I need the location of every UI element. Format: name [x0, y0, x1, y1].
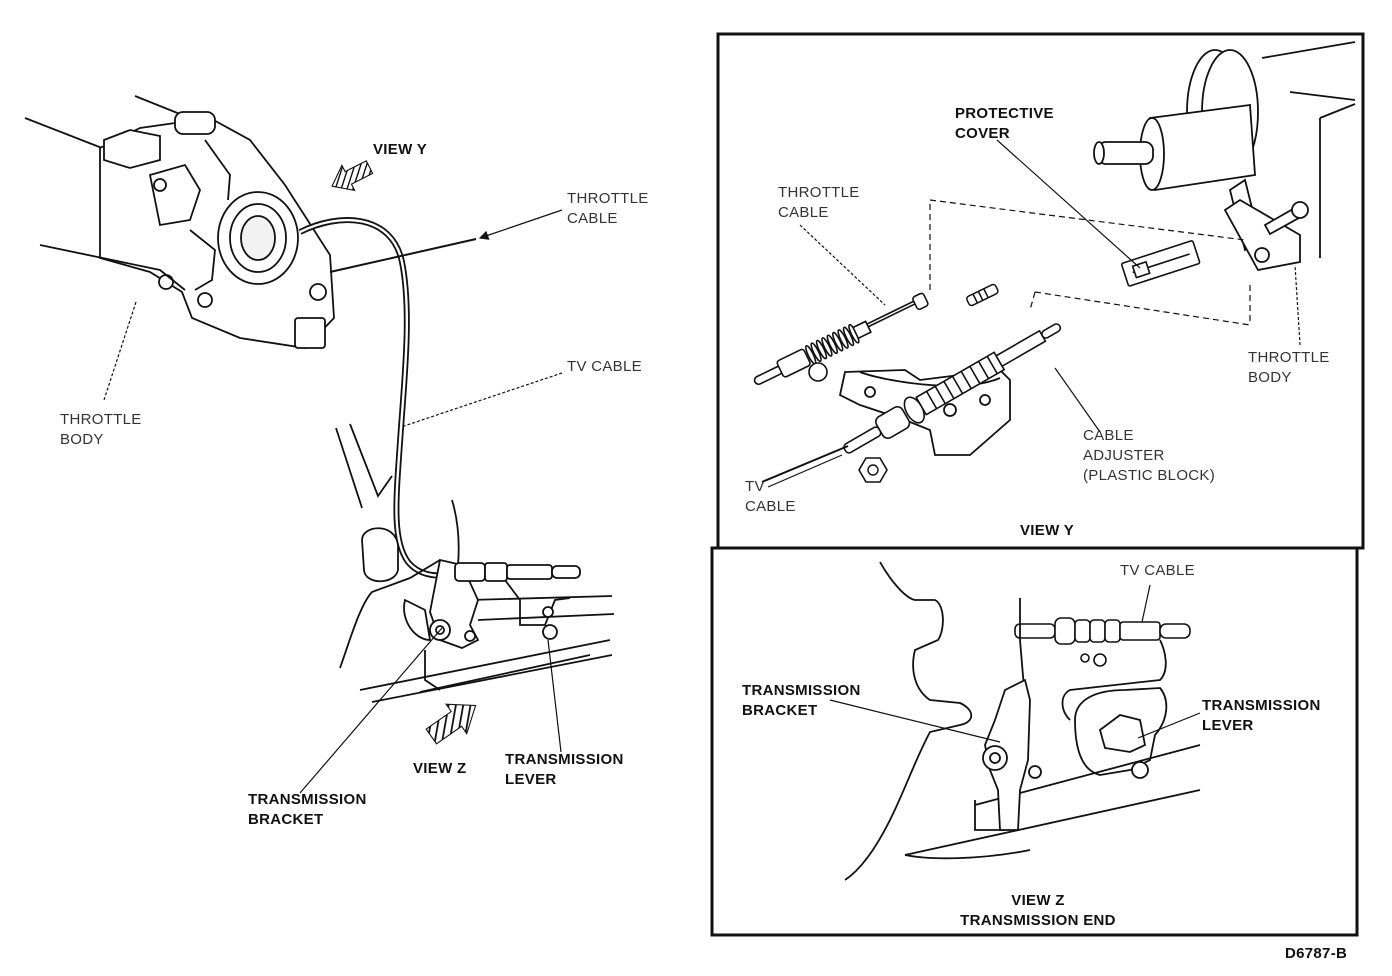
- transmission-lever-label-line1: TRANSMISSION: [505, 751, 624, 768]
- view-z-arrow: [425, 703, 477, 745]
- cable-adjuster-label-line3: (PLASTIC BLOCK): [1083, 467, 1216, 484]
- throttle-body-label: THROTTLE BODY: [60, 410, 142, 450]
- view-z-transmission-lever-label-line1: TRANSMISSION: [1202, 697, 1321, 714]
- nut: [858, 457, 888, 483]
- nut-hole: [867, 464, 879, 476]
- throttle-cable-ring: [808, 362, 828, 382]
- view-y-throttle-body: [1093, 41, 1356, 272]
- throttle-body-leader: [103, 301, 137, 401]
- transmission-bracket-leader: [299, 627, 443, 794]
- view-y-callout: VIEW Y: [373, 141, 428, 158]
- view-z-leader-lines: [829, 584, 1201, 743]
- engine-throttle-body: [24, 95, 335, 349]
- transmission-lever-label-line2: LEVER: [505, 771, 557, 788]
- view-y-caption: VIEW Y: [1020, 522, 1075, 539]
- view-y-throttle-cable-label: THROTTLE CABLE: [778, 183, 860, 223]
- view-z-transmission-bracket-label-line2: BRACKET: [742, 702, 818, 719]
- transmission-lever-leader: [1137, 712, 1201, 739]
- protective-cover-label-line2: COVER: [955, 125, 1010, 142]
- tv-cable-leader: [1141, 584, 1151, 623]
- throttle-body-label-line2: BODY: [60, 431, 104, 448]
- view-z-caption: VIEW Z TRANSMISSION END: [938, 891, 1138, 931]
- view-y-throttle-body-label: THROTTLE BODY: [1248, 348, 1330, 388]
- view-z-transmission-bracket-label-line1: TRANSMISSION: [742, 682, 861, 699]
- protective-cover-leader: [996, 139, 1141, 269]
- protective-cover: [1121, 240, 1201, 287]
- view-z-transmission-bracket-label: TRANSMISSION BRACKET: [742, 681, 861, 721]
- view-y-arrow: [331, 160, 374, 192]
- throttle-cable-label-line1: THROTTLE: [567, 190, 649, 207]
- transmission-lever-leader: [547, 639, 562, 753]
- tv-cable-leader: [403, 372, 563, 427]
- transmission-bracket-label: TRANSMISSION BRACKET: [248, 790, 367, 830]
- throttle-stud: [966, 283, 999, 307]
- throttle-cable-label-line2: CABLE: [567, 210, 618, 227]
- cable-adjuster-label-line1: CABLE: [1083, 427, 1134, 444]
- throttle-cable-assembly: [753, 292, 929, 386]
- view-z-tv-cable-fitting: [1014, 617, 1191, 667]
- throttle-cable-leader: [478, 209, 563, 240]
- return-spring: [804, 323, 860, 365]
- view-y-tv-cable-label-line1: TV: [745, 478, 765, 495]
- tv-cable-leader: [767, 454, 843, 488]
- throttle-cable: [329, 238, 477, 273]
- cable-adjuster-assembly: [843, 323, 1062, 454]
- projection-lines: [929, 199, 1251, 326]
- transmission-bracket-label-line1: TRANSMISSION: [248, 791, 367, 808]
- cable-fitting: [454, 562, 581, 582]
- protective-cover-label: PROTECTIVE COVER: [955, 104, 1054, 144]
- transmission-bracket-leader: [829, 699, 1001, 743]
- cable-adjuster-leader: [1054, 367, 1101, 433]
- throttle-cable-leader: [799, 224, 886, 306]
- transmission-lever-label: TRANSMISSION LEVER: [505, 750, 624, 790]
- view-y-tv-cable-label-line2: CABLE: [745, 498, 796, 515]
- transmission-assembly: [335, 423, 615, 703]
- cable-adjuster-label-line2: ADJUSTER: [1083, 447, 1165, 464]
- view-z-lever: [982, 598, 1168, 831]
- view-z-caption-line2: TRANSMISSION END: [960, 912, 1116, 929]
- view-z-transmission-lever-label: TRANSMISSION LEVER: [1202, 696, 1321, 736]
- throttle-cable-label: THROTTLE CABLE: [567, 189, 649, 229]
- figure-code: D6787-B: [1285, 945, 1348, 962]
- transmission-bracket-label-line2: BRACKET: [248, 811, 324, 828]
- tv-cable: [298, 217, 453, 579]
- view-z-caption-line1: VIEW Z: [1011, 892, 1065, 909]
- protective-cover-label-line1: PROTECTIVE: [955, 105, 1054, 122]
- view-z-transmission-lever-label-line2: LEVER: [1202, 717, 1254, 734]
- throttle-body-leader: [1294, 264, 1301, 346]
- throttle-body-label-line1: THROTTLE: [60, 411, 142, 428]
- view-y-tv-cable: [761, 445, 849, 483]
- view-z-frame: [710, 546, 1359, 937]
- cable-adjuster-label: CABLE ADJUSTER (PLASTIC BLOCK): [1083, 426, 1215, 486]
- view-z-tv-cable-label: TV CABLE: [1120, 562, 1195, 579]
- view-y-leader-lines: [767, 139, 1301, 488]
- view-y-throttle-body-label-line1: THROTTLE: [1248, 349, 1330, 366]
- view-y-throttle-body-label-line2: BODY: [1248, 369, 1292, 386]
- view-y-tv-cable-label: TV CABLE: [745, 477, 796, 517]
- view-z-callout: VIEW Z: [413, 760, 467, 777]
- left-leader-lines: [103, 209, 563, 794]
- view-y-throttle-cable-label-line2: CABLE: [778, 204, 829, 221]
- view-y-throttle-cable-label-line1: THROTTLE: [778, 184, 860, 201]
- tv-cable-label: TV CABLE: [567, 358, 642, 375]
